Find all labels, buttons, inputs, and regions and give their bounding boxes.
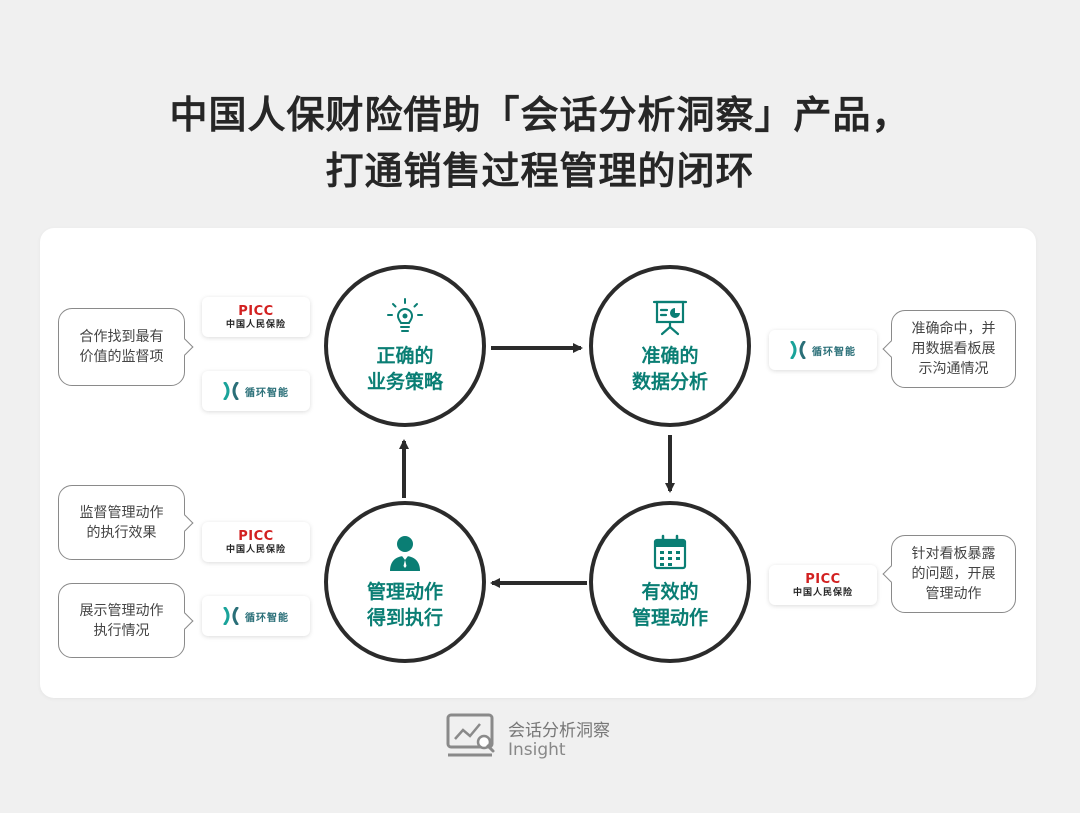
picc-mark: PICC	[805, 571, 841, 587]
node-correct-strategy: 正确的 业务策略	[324, 265, 486, 427]
bubble-text-line: 用数据看板展	[911, 341, 996, 357]
xunhuan-mark-icon	[790, 341, 806, 359]
xunhuan-logo: 循环智能	[769, 330, 877, 370]
bubble-text-line: 的执行效果	[86, 524, 157, 541]
node-label-line-1: 有效的	[641, 581, 699, 603]
bubble-supervise-effect: 监督管理动作 的执行效果	[58, 485, 194, 560]
bubble-text-line: 合作找到最有	[79, 329, 164, 345]
picc-logo: PICC 中国人民保险	[202, 522, 310, 562]
node-label-line-1: 正确的	[376, 345, 434, 367]
bubble-show-execution: 展示管理动作 执行情况	[58, 583, 194, 658]
page-title-line-1: 中国人保财险借助「会话分析洞察」产品，	[169, 93, 911, 137]
node-effective-actions: 有效的 管理动作	[589, 501, 751, 663]
xunhuan-logo: 循环智能	[202, 596, 310, 636]
bubble-text-line: 示沟通情况	[918, 361, 989, 377]
node-label-line-1: 准确的	[641, 345, 699, 367]
calendar-icon	[653, 534, 687, 570]
picc-logo: PICC 中国人民保险	[202, 297, 310, 337]
bubble-text-line: 执行情况	[93, 622, 150, 639]
bubble-accurate-hit: 准确命中，并 用数据看板展 示沟通情况	[882, 310, 1016, 388]
flow-arrows	[399, 343, 675, 588]
bubble-find-valuable-items: 合作找到最有 价值的监督项	[58, 308, 194, 386]
presentation-chart-icon	[652, 300, 688, 336]
node-label-line-2: 管理动作	[631, 607, 708, 629]
picc-name: 中国人民保险	[792, 587, 853, 598]
node-label-line-2: 数据分析	[631, 371, 708, 393]
xunhuan-name: 循环智能	[245, 387, 289, 399]
diagram-card: 正确的 业务策略 准确的 数据分析	[40, 228, 1036, 698]
bubble-text-line: 管理动作	[925, 586, 982, 602]
xunhuan-logo: 循环智能	[202, 371, 310, 411]
lightbulb-icon	[387, 298, 423, 332]
bubble-text-line: 价值的监督项	[79, 349, 164, 365]
bubble-text-line: 的问题，开展	[911, 566, 996, 582]
bubble-text-line: 准确命中，并	[911, 321, 996, 337]
node-actions-executed: 管理动作 得到执行	[324, 501, 486, 663]
bubble-address-issues: 针对看板暴露 的问题，开展 管理动作	[882, 535, 1016, 613]
xunhuan-mark-icon	[223, 607, 239, 625]
insight-brand: 会话分析洞察 Insight	[446, 712, 666, 762]
bubble-text-line: 展示管理动作	[79, 602, 164, 619]
xunhuan-name: 循环智能	[245, 612, 289, 624]
xunhuan-name: 循环智能	[812, 346, 856, 358]
insight-monitor-icon	[446, 713, 495, 757]
page-title-line-2: 打通销售过程管理的闭环	[325, 149, 755, 193]
picc-name: 中国人民保险	[225, 544, 286, 555]
node-accurate-analysis: 准确的 数据分析	[589, 265, 751, 427]
node-label-line-2: 得到执行	[366, 607, 443, 629]
picc-mark: PICC	[238, 303, 274, 319]
insight-brand-subtitle: Insight	[508, 740, 566, 760]
bubble-text-line: 针对看板暴露	[911, 546, 996, 562]
picc-mark: PICC	[238, 528, 274, 544]
bubble-text-line: 监督管理动作	[79, 504, 164, 521]
picc-logo: PICC 中国人民保险	[769, 565, 877, 605]
manager-person-icon	[390, 536, 420, 571]
insight-brand-name: 会话分析洞察	[508, 721, 610, 741]
node-label-line-1: 管理动作	[366, 581, 443, 603]
picc-name: 中国人民保险	[225, 319, 286, 330]
node-label-line-2: 业务策略	[366, 371, 443, 393]
xunhuan-mark-icon	[223, 382, 239, 400]
